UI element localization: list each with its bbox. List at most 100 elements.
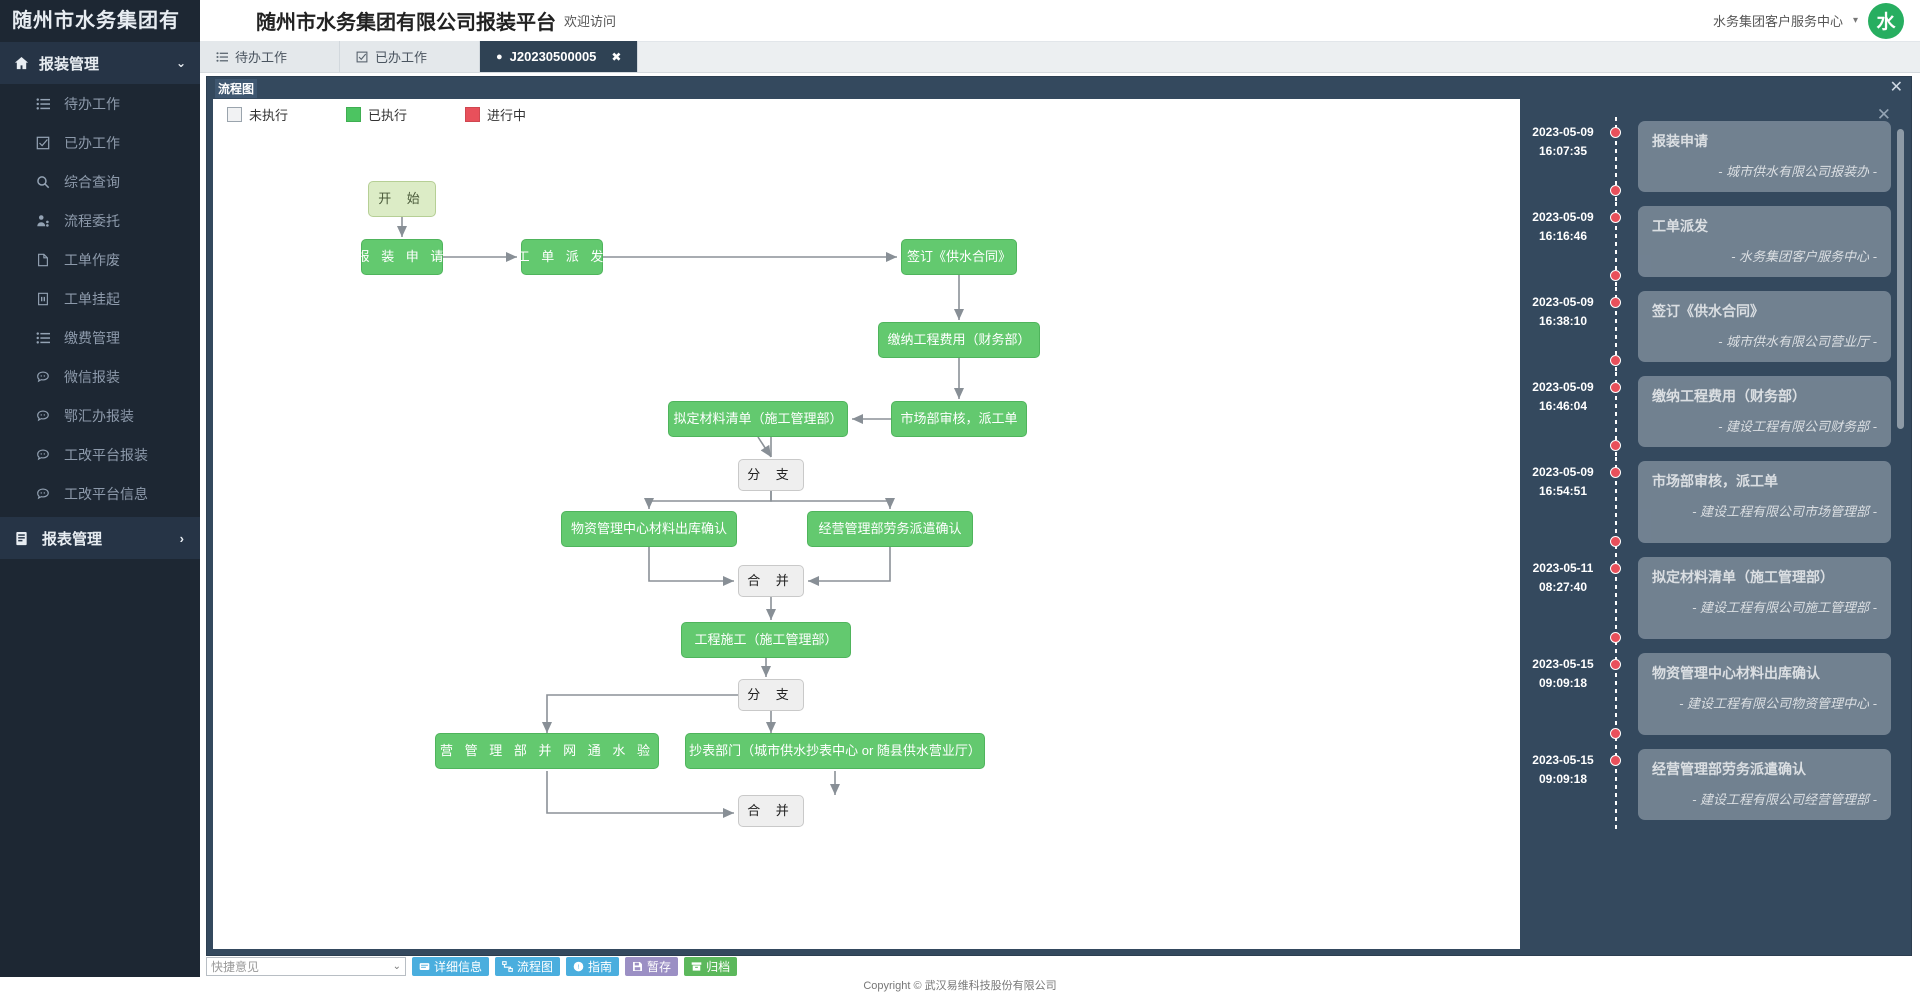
timeline-card[interactable]: 物资管理中心材料出库确认 - 建设工程有限公司物资管理中心 - [1638, 653, 1891, 735]
flow-node-apply[interactable]: 报 装 申 请 [361, 239, 443, 275]
timeline-dot [1610, 127, 1621, 138]
timeline-dot [1610, 755, 1621, 766]
file-pause-icon [36, 292, 52, 306]
flow-node-split-1[interactable]: 分 支 [738, 459, 804, 491]
flow-node-contract[interactable]: 签订《供水合同》 [901, 239, 1017, 275]
sidebar-item-gonggaipingtaixinxi[interactable]: 工改平台信息 [0, 474, 200, 513]
panel-body: 未执行 已执行 进行中 [207, 99, 1911, 955]
timeline-card[interactable]: 市场部审核，派工单 - 建设工程有限公司市场管理部 - [1638, 461, 1891, 543]
sidebar-item-label: 工单挂起 [64, 289, 120, 309]
tab-daiban[interactable]: 待办工作 [200, 41, 340, 72]
flow-node-wuzi[interactable]: 物资管理中心材料出库确认 [561, 511, 737, 547]
timeline-card[interactable]: 经营管理部劳务派遣确认 - 建设工程有限公司经营管理部 - [1638, 749, 1891, 820]
timeline-axis [1606, 553, 1626, 649]
timeline-dot [1610, 382, 1621, 393]
timeline-card-title: 工单派发 [1652, 216, 1877, 236]
flow-node-build[interactable]: 工程施工（施工管理部） [681, 622, 851, 658]
timeline-entry[interactable]: 2023-05-09 16:46:04 缴纳工程费用（财务部） - 建设工程有限… [1520, 372, 1905, 457]
avatar[interactable]: 水 [1868, 3, 1904, 39]
save-icon [632, 961, 643, 972]
user-flow-icon [36, 214, 52, 228]
flow-node-start[interactable]: 开 始 [368, 181, 436, 217]
detail-info-button[interactable]: 详细信息 [412, 957, 489, 976]
sidebar-item-zonghechaxun[interactable]: 综合查询 [0, 162, 200, 201]
help-icon: ! [573, 961, 584, 972]
timeline-card[interactable]: 缴纳工程费用（财务部） - 建设工程有限公司财务部 - [1638, 376, 1891, 447]
timeline-dot [1610, 467, 1621, 478]
timeline-entry[interactable]: 2023-05-15 09:09:18 经营管理部劳务派遣确认 - 建设工程有限… [1520, 745, 1905, 830]
legend-swatch-pending [227, 107, 242, 122]
temp-save-button[interactable]: 暂存 [625, 957, 678, 976]
archive-button[interactable]: 归档 [684, 957, 737, 976]
timeline-dot [1610, 297, 1621, 308]
timeline-entry[interactable]: 2023-05-15 09:09:18 物资管理中心材料出库确认 - 建设工程有… [1520, 649, 1905, 745]
chevron-down-icon[interactable]: ⌄ [176, 56, 186, 70]
timeline-card[interactable]: 工单派发 - 水务集团客户服务中心 - [1638, 206, 1891, 277]
timeline-card[interactable]: 拟定材料清单（施工管理部） - 建设工程有限公司施工管理部 - [1638, 557, 1891, 639]
sidebar-item-gongdanguaqi[interactable]: 工单挂起 [0, 279, 200, 318]
sidebar-item-weixinbaozhuang[interactable]: 微信报装 [0, 357, 200, 396]
tab-yiban[interactable]: 已办工作 [340, 41, 480, 72]
timeline-entry[interactable]: 2023-05-09 16:54:51 市场部审核，派工单 - 建设工程有限公司… [1520, 457, 1905, 553]
sidebar-item-daiban[interactable]: 待办工作 [0, 84, 200, 123]
quick-opinion-select[interactable]: 快捷意见 ⌄ [206, 957, 406, 976]
footer-copyright: Copyright © 武汉易维科技股份有限公司 [0, 977, 1920, 991]
flow-node-split-2[interactable]: 分 支 [738, 679, 804, 711]
flow-node-merge-2[interactable]: 合 并 [738, 795, 804, 827]
chevron-right-icon[interactable]: › [180, 531, 200, 546]
timeline-dot [1610, 632, 1621, 643]
button-label: 流程图 [517, 958, 553, 975]
sidebar-section-baozhuang[interactable]: 报装管理 ⌄ [0, 42, 200, 84]
sidebar-item-jiaofeiguanli[interactable]: 缴费管理 [0, 318, 200, 357]
timeline-axis [1606, 117, 1626, 202]
legend-swatch-running [465, 107, 480, 122]
tab-label: J20230500005 [510, 49, 597, 64]
sidebar-item-gongdanzuofei[interactable]: 工单作废 [0, 240, 200, 279]
sidebar-item-ehuibanbaozhuang[interactable]: 鄂汇办报装 [0, 396, 200, 435]
flow-node-dispatch[interactable]: 工 单 派 发 [521, 239, 603, 275]
button-label: 暂存 [647, 958, 671, 975]
flow-node-accept[interactable]: 经 营 管 理 部 并 网 通 水 验 收 [435, 733, 659, 769]
chevron-down-icon: ⌄ [393, 961, 401, 972]
timeline-axis [1606, 457, 1626, 553]
timeline-axis [1606, 287, 1626, 372]
timeline-entry[interactable]: 2023-05-09 16:07:35 报装申请 - 城市供水有限公司报装办 - [1520, 117, 1905, 202]
report-icon [14, 531, 30, 546]
timeline-entry[interactable]: 2023-05-11 08:27:40 拟定材料清单（施工管理部） - 建设工程… [1520, 553, 1905, 649]
chevron-down-icon[interactable]: ▾ [1853, 15, 1858, 26]
timeline-time: 16:16:46 [1520, 227, 1606, 246]
timeline-card-org: - 城市供水有限公司报装办 - [1652, 161, 1877, 180]
timeline-entry[interactable]: 2023-05-09 16:38:10 签订《供水合同》 - 城市供水有限公司营… [1520, 287, 1905, 372]
timeline-date: 2023-05-09 [1520, 293, 1606, 312]
close-icon[interactable]: ✕ [1890, 80, 1903, 96]
timeline-time: 16:07:35 [1520, 142, 1606, 161]
tab-j20230500005[interactable]: ● J20230500005 ✖ [480, 41, 638, 72]
close-icon[interactable]: ✖ [611, 50, 621, 64]
flow-node-merge-1[interactable]: 合 并 [738, 565, 804, 597]
timeline-card-org: - 建设工程有限公司财务部 - [1652, 416, 1877, 435]
flowchart-button[interactable]: 流程图 [495, 957, 560, 976]
chat-icon [36, 448, 52, 462]
flow-node-fee[interactable]: 缴纳工程费用（财务部） [878, 322, 1040, 358]
timeline-entry[interactable]: 2023-05-09 16:16:46 工单派发 - 水务集团客户服务中心 - [1520, 202, 1905, 287]
tab-label: 已办工作 [375, 47, 427, 66]
user-menu-label[interactable]: 水务集团客户服务中心 [1713, 11, 1843, 30]
sidebar-item-yiban[interactable]: 已办工作 [0, 123, 200, 162]
sidebar-item-gonggaipingtaibaozhuang[interactable]: 工改平台报装 [0, 435, 200, 474]
timeline-timestamp: 2023-05-15 09:09:18 [1520, 649, 1606, 745]
timeline-scroll[interactable]: 2023-05-09 16:07:35 报装申请 - 城市供水有限公司报装办 -… [1520, 117, 1905, 949]
sidebar-section-baobiao[interactable]: 报表管理 › [0, 517, 200, 559]
timeline-date: 2023-05-15 [1520, 751, 1606, 770]
chat-icon [36, 487, 52, 501]
flow-node-material[interactable]: 拟定材料清单（施工管理部） [668, 401, 848, 437]
flow-node-meter[interactable]: 抄表部门（城市供水抄表中心 or 随县供水营业厅） [685, 733, 985, 769]
button-label: 指南 [588, 958, 612, 975]
timeline-card[interactable]: 签订《供水合同》 - 城市供水有限公司营业厅 - [1638, 291, 1891, 362]
sidebar-item-liuchengweituo[interactable]: 流程委托 [0, 201, 200, 240]
timeline-card[interactable]: 报装申请 - 城市供水有限公司报装办 - [1638, 121, 1891, 192]
flow-node-jingying[interactable]: 经营管理部劳务派遣确认 [807, 511, 973, 547]
tab-label: 待办工作 [235, 47, 287, 66]
guide-button[interactable]: ! 指南 [566, 957, 619, 976]
timeline-scrollbar[interactable] [1897, 129, 1904, 429]
flow-node-market[interactable]: 市场部审核，派工单 [891, 401, 1027, 437]
